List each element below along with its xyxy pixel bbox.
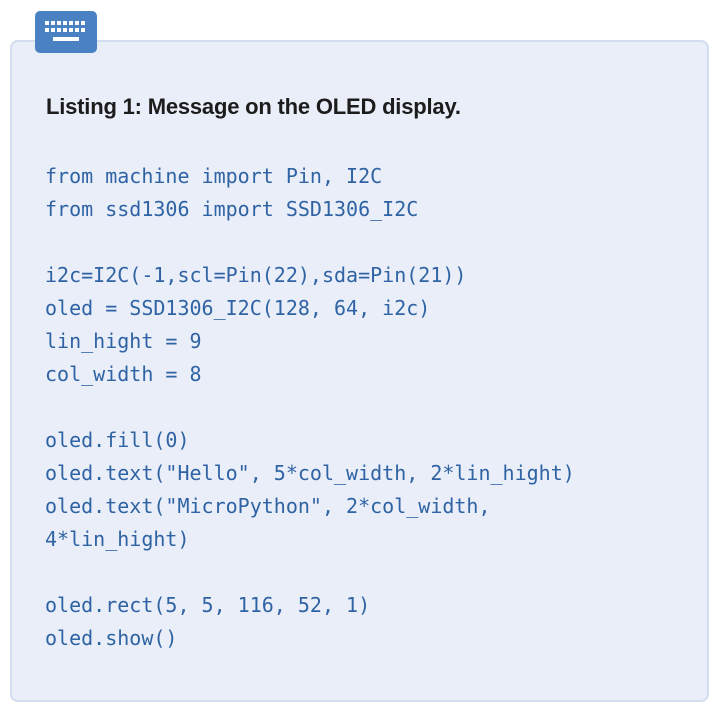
listing-title: Listing 1: Message on the OLED display. (46, 94, 461, 119)
code-line (45, 556, 575, 589)
code-line: col_width = 8 (45, 362, 202, 386)
code-line (45, 226, 575, 259)
code-line: oled.fill(0) (45, 428, 190, 452)
code-line: oled.text("MicroPython", 2*col_width, (45, 494, 491, 518)
code-line: 4*lin_hight) (45, 527, 190, 551)
code-line: oled.text("Hello", 5*col_width, 2*lin_hi… (45, 461, 575, 485)
code-line: oled.show() (45, 626, 178, 650)
code-line: from machine import Pin, I2C (45, 164, 383, 188)
keyboard-icon (35, 11, 97, 53)
code-block: from machine import Pin, I2C from ssd1306… (45, 160, 575, 655)
code-line: i2c=I2C(-1,scl=Pin(22),sda=Pin(21)) (45, 263, 467, 287)
code-line: oled.rect(5, 5, 116, 52, 1) (45, 593, 371, 617)
code-line: oled = SSD1306_I2C(128, 64, i2c) (45, 296, 431, 320)
code-line: lin_hight = 9 (45, 329, 202, 353)
code-line: from ssd1306 import SSD1306_I2C (45, 197, 419, 221)
code-line (45, 391, 575, 424)
listing-box: Listing 1: Message on the OLED display. … (10, 40, 709, 702)
